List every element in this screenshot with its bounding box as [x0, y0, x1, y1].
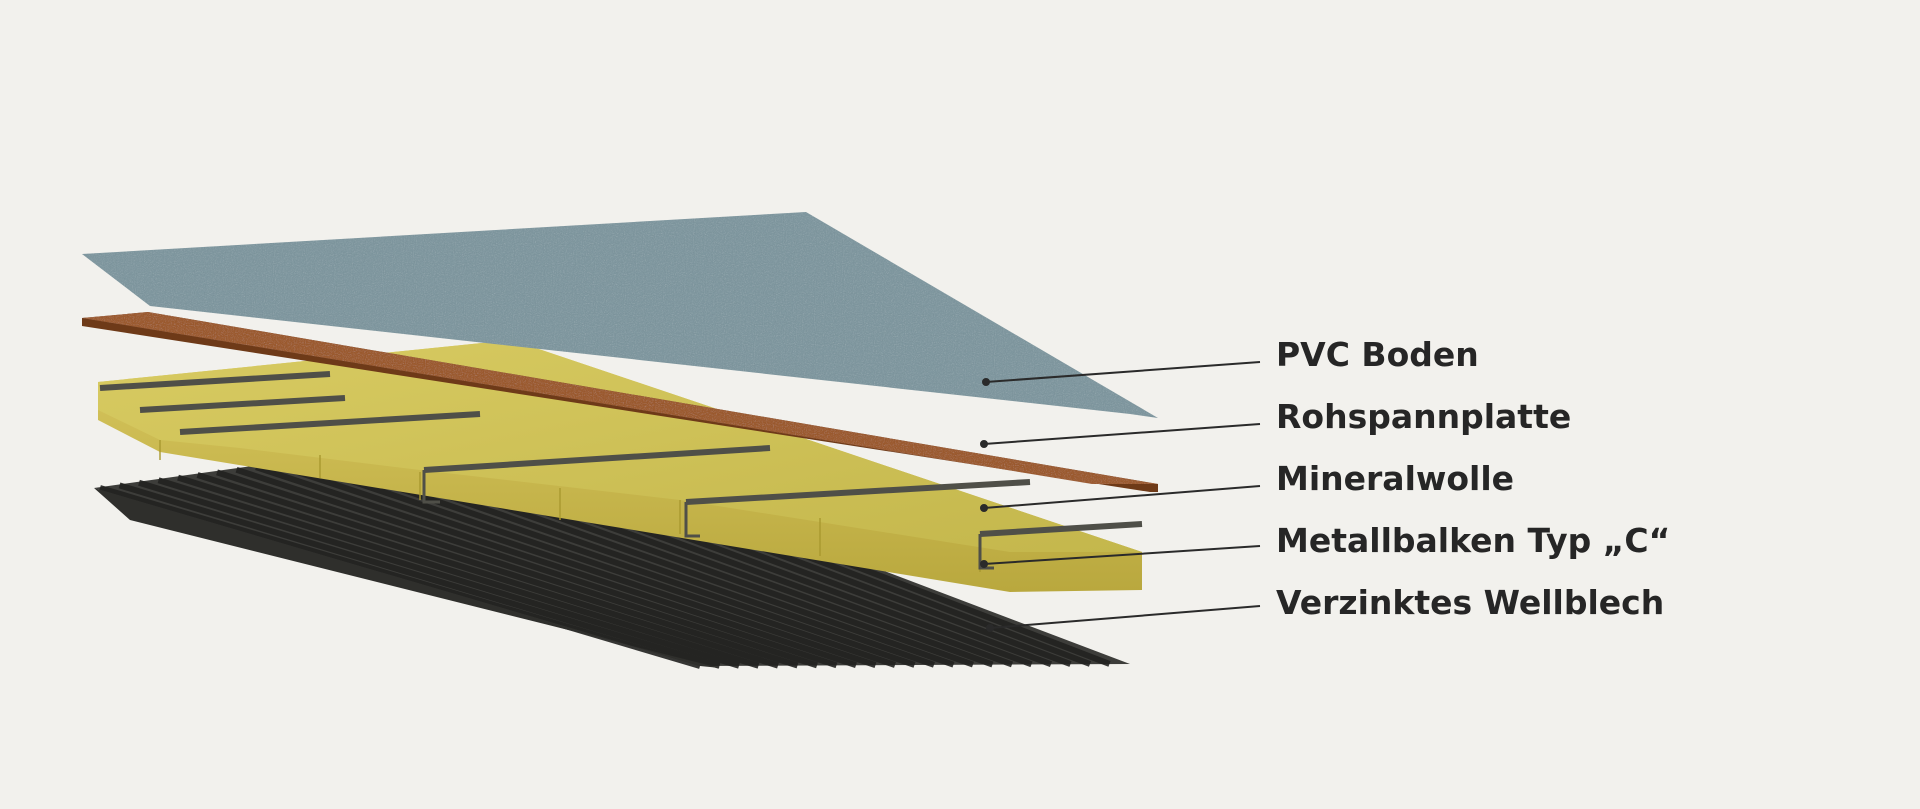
leader-lines	[980, 361, 1261, 632]
corrugation-ridge	[235, 466, 838, 669]
label-rohspannplatte: Rohspannplatte	[1276, 397, 1572, 436]
label-wellblech: Verzinktes Wellblech	[1276, 583, 1665, 622]
corrugation-ridge	[177, 474, 779, 669]
corrugation-ridge	[118, 482, 721, 669]
corrugation-ridge	[255, 464, 857, 669]
corrugation-ridge	[99, 485, 701, 669]
pvc-layer	[82, 212, 1158, 418]
corrugation-ridge	[216, 469, 818, 669]
label-metallbalken: Metallbalken Typ „C“	[1276, 521, 1671, 560]
leader-wellblech	[989, 605, 1261, 629]
leader-rohspann	[983, 423, 1261, 445]
rohspannplatte-layer	[82, 312, 1158, 492]
metallbalken-beams	[99, 371, 1143, 537]
corrugation-ridge	[157, 477, 760, 669]
corrugation-ridge	[274, 461, 877, 668]
label-pvc-boden: PVC Boden	[1276, 335, 1479, 374]
leader-pvc	[985, 361, 1261, 383]
leader-metall	[983, 545, 1261, 565]
mineralwolle-layer	[98, 340, 1143, 592]
label-mineralwolle: Mineralwolle	[1276, 459, 1515, 498]
corrugation-ridge	[138, 479, 740, 669]
corrugation-ridge	[196, 472, 799, 669]
leader-mineral	[983, 485, 1261, 509]
corrugation-ridge	[294, 459, 896, 668]
